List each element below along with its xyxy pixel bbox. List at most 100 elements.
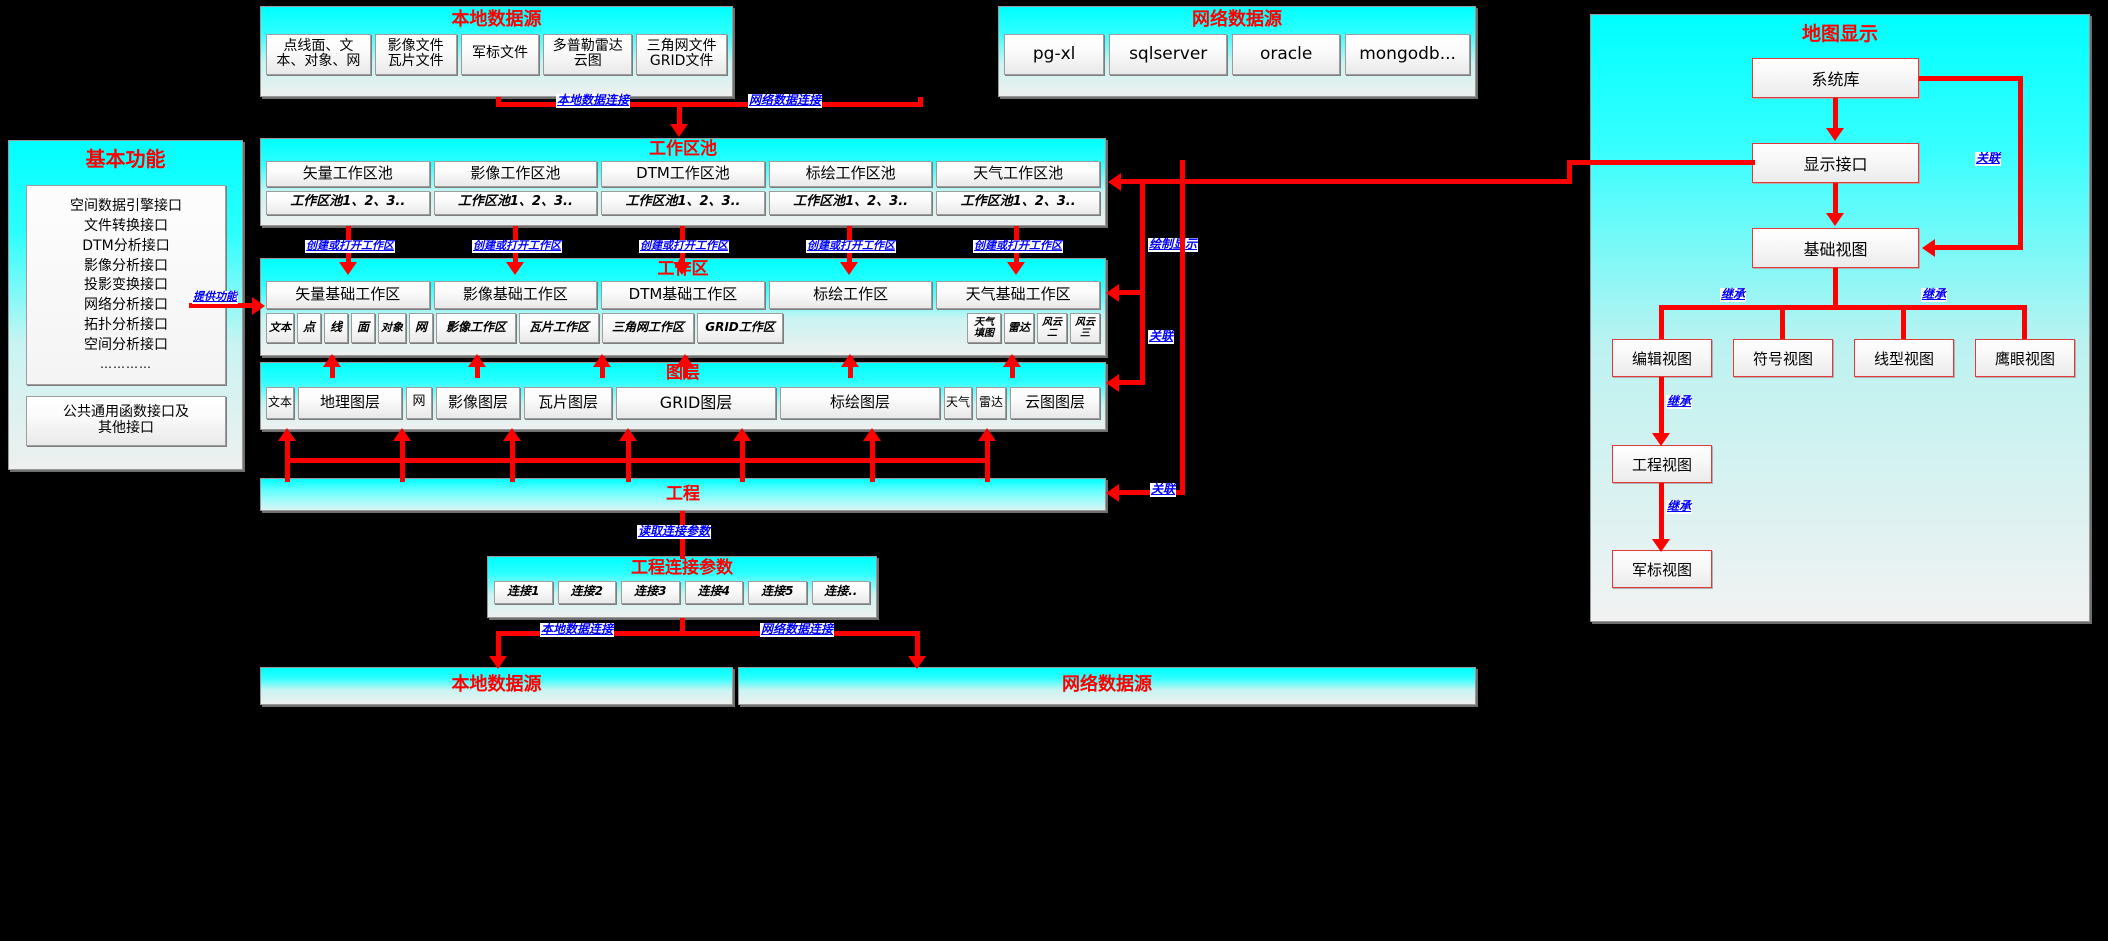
node-display-interface[interactable]: 显示接口 [1752, 143, 1919, 183]
edge-label-inheritance-left: 继承 [1720, 287, 1747, 302]
edge-ws-to-layer-arrow [1003, 354, 1021, 367]
layer-item[interactable]: 云图图层 [1010, 386, 1100, 419]
edge-proj-arrow [503, 428, 521, 441]
workspace-chip[interactable]: GRID工作区 [697, 312, 783, 343]
edge-proj-v [870, 432, 875, 482]
workspace-chip[interactable]: 对象 [378, 312, 406, 343]
workspace-pool-sub-item[interactable]: 工作区池1、2、3.. [601, 190, 765, 215]
workspace-chip[interactable]: 网 [409, 312, 433, 343]
edge-ws-to-layer-arrow [323, 354, 341, 367]
workspace-chip[interactable]: 文本 [266, 312, 294, 343]
edge-label-inheritance-project-view: 继承 [1666, 394, 1693, 409]
workspace-column[interactable]: 影像基础工作区 [433, 280, 598, 309]
edge-ws-to-layer-arrow [841, 354, 859, 367]
panel-network-data-source-top-title: 网络数据源 [1192, 9, 1282, 30]
workspace-chip[interactable]: 线 [324, 312, 348, 343]
workspace-pool-sub-item[interactable]: 工作区池1、2、3.. [266, 190, 430, 215]
edge-label-create-or-open-workspace: 创建或打开工作区 [639, 239, 729, 253]
workspace-column[interactable]: 标绘工作区 [768, 280, 933, 309]
workspace-chip[interactable]: 三角网工作区 [602, 312, 694, 343]
edge-label-inheritance-right: 继承 [1921, 287, 1948, 302]
local-source-item[interactable]: 多普勒雷达 云图 [543, 33, 633, 75]
network-source-item[interactable]: mongodb... [1345, 33, 1470, 75]
layer-item[interactable]: GRID图层 [616, 386, 776, 419]
panel-basic-functions-title: 基本功能 [85, 147, 166, 171]
node-edit-view[interactable]: 编辑视图 [1612, 339, 1712, 377]
connection-param-item[interactable]: 连接2 [557, 580, 616, 604]
edge-proj-v [626, 432, 631, 482]
basic-function-item: 影像分析接口 [84, 257, 168, 274]
workspace-column[interactable]: 天气基础工作区 [936, 280, 1100, 309]
workspace-chip[interactable]: 雷达 [1004, 312, 1034, 343]
edge-ws-to-layer-arrow [593, 354, 611, 367]
workspace-pool-sub-item[interactable]: 工作区池1、2、3.. [768, 190, 933, 215]
edge-proj-arrow [619, 428, 637, 441]
local-source-item[interactable]: 军标文件 [460, 33, 540, 75]
network-source-item[interactable]: oracle [1232, 33, 1341, 75]
edge-sysdb-assoc-h2 [1935, 245, 2023, 250]
connection-param-item[interactable]: 连接4 [684, 580, 743, 604]
local-source-item[interactable]: 三角网文件 GRID文件 [636, 33, 727, 75]
node-base-view[interactable]: 基础视图 [1752, 228, 1919, 268]
workspace-pool-column[interactable]: 矢量工作区池 [266, 160, 430, 187]
network-source-item[interactable]: sqlserver [1109, 33, 1228, 75]
edge-base-down [1833, 268, 1838, 308]
node-military-view[interactable]: 军标视图 [1612, 550, 1712, 588]
workspace-pool-column[interactable]: 影像工作区池 [433, 160, 598, 187]
edge-basic-to-workspace [189, 303, 261, 308]
edge-render-display-ws-arrow [1106, 284, 1119, 302]
workspace-pool-column[interactable]: DTM工作区池 [601, 160, 765, 187]
basic-function-item: ………… [100, 356, 152, 371]
common-function-interface-box[interactable]: 公共通用函数接口及 其他接口 [26, 396, 226, 446]
node-eagle-view[interactable]: 鹰眼视图 [1975, 339, 2075, 377]
edge-pool-to-ws-arrow [1007, 262, 1025, 275]
workspace-chip[interactable]: 点 [297, 312, 321, 343]
workspace-column[interactable]: DTM基础工作区 [601, 280, 765, 309]
network-source-item[interactable]: pg-xl [1004, 33, 1105, 75]
workspace-chip[interactable]: 面 [351, 312, 375, 343]
connection-param-item[interactable]: 连接3 [621, 580, 680, 604]
layer-item[interactable]: 瓦片图层 [524, 386, 612, 419]
edge-local-to-pool-arrow [670, 124, 688, 137]
connection-param-item[interactable]: 连接5 [748, 580, 807, 604]
layer-item[interactable]: 影像图层 [436, 386, 520, 419]
edge-label-local-data-connection-top: 本地数据连接 [556, 93, 631, 108]
edge-display-to-pool-h2 [1120, 179, 1572, 184]
local-source-item[interactable]: 影像文件 瓦片文件 [374, 33, 457, 75]
connection-param-item[interactable]: 连接1 [494, 580, 553, 604]
workspace-pool-sub-item[interactable]: 工作区池1、2、3.. [433, 190, 598, 215]
edge-sysdb-assoc-arrow [1922, 239, 1935, 257]
workspace-pool-column[interactable]: 天气工作区池 [936, 160, 1100, 187]
connection-param-item[interactable]: 连接.. [811, 580, 870, 604]
node-system-db[interactable]: 系统库 [1752, 58, 1919, 98]
workspace-pool-sub-item[interactable]: 工作区池1、2、3.. [936, 190, 1100, 215]
workspace-pool-column[interactable]: 标绘工作区池 [768, 160, 933, 187]
layer-item[interactable]: 标绘图层 [780, 386, 940, 419]
panel-network-data-source-bottom-title: 网络数据源 [1062, 674, 1152, 695]
basic-function-item: 投影变换接口 [84, 277, 168, 294]
panel-map-display-title: 地图显示 [1801, 23, 1878, 45]
edge-label-association-sysdb: 关联 [1975, 151, 2002, 166]
panel-map-display: 地图显示 [1590, 14, 2090, 622]
layer-item[interactable]: 地理图层 [298, 386, 402, 419]
node-project-view[interactable]: 工程视图 [1612, 445, 1712, 483]
layer-item[interactable]: 雷达 [976, 386, 1006, 419]
panel-workspace-pool: 工作区池 矢量工作区池 影像工作区池 DTM工作区池 标绘工作区池 天气工作区池… [260, 138, 1106, 226]
workspace-chip[interactable]: 影像工作区 [436, 312, 516, 343]
layer-item[interactable]: 文本 [266, 386, 294, 419]
edge-base-child-v [1659, 305, 1664, 339]
layer-item[interactable]: 天气 [944, 386, 972, 419]
panel-workspace-pool-title: 工作区池 [649, 139, 717, 159]
layer-item[interactable]: 网 [406, 386, 432, 419]
edge-label-create-or-open-workspace: 创建或打开工作区 [806, 239, 896, 253]
workspace-column[interactable]: 矢量基础工作区 [266, 280, 430, 309]
node-symbol-view[interactable]: 符号视图 [1733, 339, 1833, 377]
edge-project-to-military-view-arrow [1652, 539, 1670, 552]
local-source-item[interactable]: 点线面、文 本、对象、网 [266, 33, 371, 75]
workspace-chip[interactable]: 风云 三 [1070, 312, 1100, 343]
node-line-view[interactable]: 线型视图 [1854, 339, 1954, 377]
workspace-chip[interactable]: 天气 填图 [967, 312, 1001, 343]
workspace-chip[interactable]: 风云 二 [1037, 312, 1067, 343]
workspace-chip[interactable]: 瓦片工作区 [519, 312, 599, 343]
panel-local-data-source-bottom-title: 本地数据源 [451, 674, 542, 695]
